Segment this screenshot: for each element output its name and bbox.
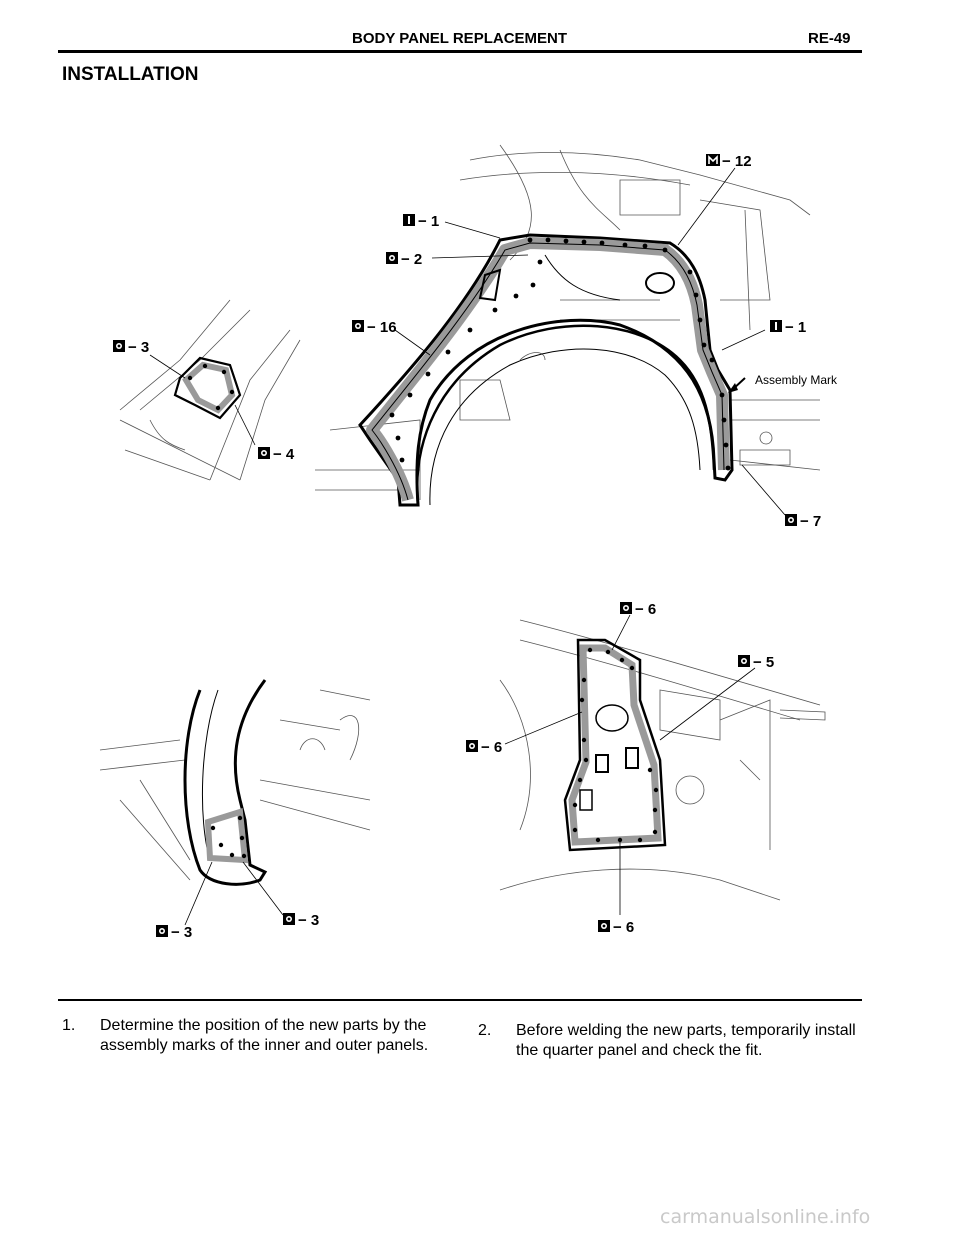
page-header-title: BODY PANEL REPLACEMENT — [352, 30, 568, 47]
svg-text:− 3: − 3 — [298, 912, 319, 929]
svg-text:− 6: − 6 — [481, 739, 502, 756]
callout-o-3-lower-left: − 3 — [156, 924, 192, 941]
installation-illustration: − 1 − 2 − 12 − 16 − 3 − 4 − 1 − 7 Assemb… — [99, 144, 838, 941]
callout-i-1-top: − 1 — [403, 213, 439, 230]
callout-o-3-lower-right: − 3 — [283, 912, 319, 929]
page-number: RE-49 — [808, 30, 851, 47]
svg-text:− 4: − 4 — [273, 446, 295, 463]
header-divider — [58, 50, 862, 53]
figure2-quarter-drawing — [99, 679, 371, 926]
callout-o-7: − 7 — [785, 513, 821, 530]
callout-o-3-pillar: − 3 — [113, 339, 149, 356]
callout-o-6-top: − 6 — [620, 601, 656, 618]
svg-text:− 16: − 16 — [367, 319, 397, 336]
step-1-text: Determine the position of the new parts … — [100, 1017, 429, 1054]
callout-o-6-bottom: − 6 — [598, 919, 634, 936]
figure3-panel-drawing — [499, 614, 826, 915]
steps-divider — [58, 999, 862, 1001]
svg-text:− 5: − 5 — [753, 654, 774, 671]
callout-o-16: − 16 — [352, 319, 397, 336]
callout-o-2: − 2 — [386, 251, 422, 268]
svg-text:− 7: − 7 — [800, 513, 821, 530]
step-2-text: Before welding the new parts, temporaril… — [516, 1022, 856, 1059]
step-2-number: 2. — [478, 1022, 492, 1039]
svg-text:− 2: − 2 — [401, 251, 422, 268]
assembly-mark-label: Assembly Mark — [755, 373, 838, 387]
section-title: INSTALLATION — [62, 64, 199, 85]
callout-o-4: − 4 — [258, 446, 295, 463]
svg-text:− 3: − 3 — [171, 924, 192, 941]
svg-text:− 12: − 12 — [722, 153, 752, 170]
svg-text:− 1: − 1 — [418, 213, 439, 230]
svg-text:− 6: − 6 — [613, 919, 634, 936]
watermark: carmanualsonline.info — [660, 1206, 871, 1228]
callout-o-5: − 5 — [738, 654, 774, 671]
figure1-wheelhouse-drawing — [315, 144, 821, 516]
callout-o-6-left: − 6 — [466, 739, 502, 756]
callout-m-12: − 12 — [705, 153, 752, 170]
svg-text:− 1: − 1 — [785, 319, 806, 336]
svg-text:− 6: − 6 — [635, 601, 656, 618]
figure1-pillar-drawing — [119, 299, 301, 481]
callout-i-1-right: − 1 — [770, 319, 806, 336]
svg-text:− 3: − 3 — [128, 339, 149, 356]
step-1-number: 1. — [62, 1017, 76, 1034]
